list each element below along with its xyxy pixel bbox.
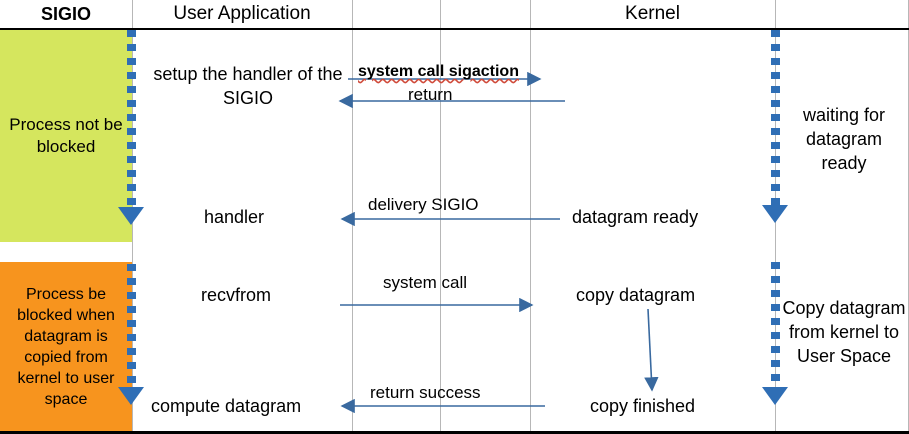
bottom-rule (0, 431, 909, 434)
user-action-recvfrom-label: recvfrom (201, 285, 272, 305)
user-action-compute-datagram: compute datagram (151, 395, 301, 417)
state-block-blocked: Process be blocked when datagram is copi… (0, 262, 132, 432)
header-column-sigio: SIGIO (40, 4, 91, 24)
header-column-user-application: User Application (173, 3, 311, 24)
kernel-action-datagram-ready-label: datagram ready (572, 207, 699, 227)
state-block-not-blocked: Process not be blocked (0, 30, 132, 242)
header-rule (0, 28, 909, 30)
note-waiting-for-datagram-ready: waiting for datagram ready (782, 103, 906, 175)
message-label-system-call-sigaction: system call sigaction (358, 63, 519, 80)
message-label-system-call: system call (383, 273, 468, 292)
kernel-action-datagram-ready: datagram ready (572, 206, 698, 228)
state-block-blocked-label: Process be blocked when datagram is copi… (17, 286, 115, 408)
kernel-lifeline-lower-arrowhead (762, 387, 788, 405)
kernel-action-copy-datagram-label: copy datagram (576, 285, 696, 305)
message-label-return: return (408, 85, 453, 104)
kernel-lifeline-upper-arrowhead (762, 205, 788, 223)
sigio-lifeline-lower (127, 264, 136, 388)
user-action-handler: handler (204, 206, 264, 228)
message-label-delivery-sigio: delivery SIGIO (368, 195, 479, 214)
header-column-kernel: Kernel (625, 3, 680, 24)
kernel-lifeline-upper (771, 30, 780, 206)
user-action-handler-label: handler (204, 207, 265, 227)
user-action-recvfrom: recvfrom (201, 284, 271, 306)
user-action-setup-handler-label: setup the handler of the SIGIO (153, 64, 343, 108)
note-copy-datagram-from-kernel: Copy datagram from kernel to User Space (782, 296, 906, 368)
sigio-lifeline-upper (127, 30, 136, 208)
kernel-lifeline-lower (771, 262, 780, 388)
gridline-3 (440, 0, 441, 434)
user-action-setup-handler: setup the handler of the SIGIO (148, 62, 348, 110)
kernel-action-copy-finished-label: copy finished (590, 396, 696, 416)
kernel-action-copy-datagram: copy datagram (576, 284, 695, 306)
note-copy-datagram-from-kernel-label: Copy datagram from kernel to User Space (782, 298, 906, 366)
note-waiting-for-datagram-ready-label: waiting for datagram ready (802, 105, 886, 173)
sigio-lifeline-lower-arrowhead (118, 387, 144, 405)
sigio-lifeline-upper-arrowhead (118, 207, 144, 225)
kernel-action-copy-finished: copy finished (590, 395, 695, 417)
message-label-return-success: return success (370, 383, 481, 402)
user-action-compute-datagram-label: compute datagram (151, 396, 302, 416)
gridline-4 (530, 0, 531, 434)
state-block-not-blocked-label: Process not be blocked (9, 115, 123, 156)
